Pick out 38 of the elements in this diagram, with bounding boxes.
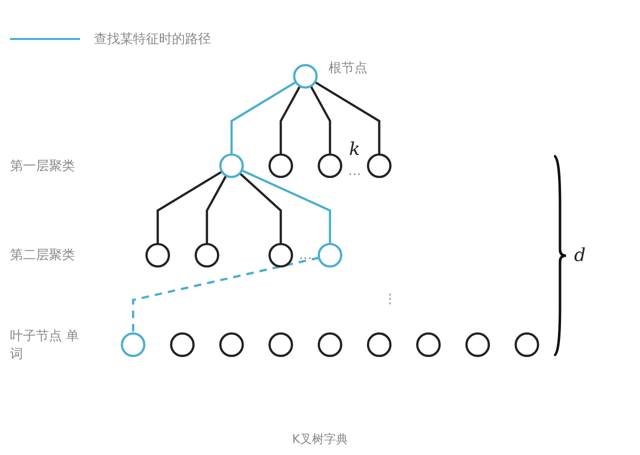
tree-node-circle [514,332,540,358]
connector-line [314,81,380,155]
dashed-line [132,256,320,334]
node-caption: 根节点 [328,60,368,78]
tree-node-circle [366,332,392,358]
ellipsis-mark: … [298,248,312,263]
tree-node-circle [366,153,392,178]
tree-node-circle [268,153,294,178]
caption: K叉树字典 [292,432,348,446]
tree-node-circle [170,332,195,358]
level-label: 叶子节点 单词 [10,328,80,363]
tree-node-circle [465,332,490,358]
level-label: 第一层聚类 [10,158,76,175]
tree-node-circle [219,332,244,358]
tree-node-circle [268,242,294,268]
connector-line [310,86,332,155]
tree-node-circle [416,332,441,358]
connector-line [241,169,332,244]
legend-text: 查找某特征时的路径 [94,31,211,48]
tree-node-circle [120,332,146,358]
level-label: 第二层聚类 [10,247,76,264]
tree-node-circle [219,153,244,178]
tree-node-circle [145,242,170,268]
depth-label: d [574,244,586,266]
connector-line [239,172,282,244]
tree-node-circle [318,153,342,178]
branch-count-label: k [349,139,360,160]
connector-line [156,170,223,244]
tree-node-circle [293,64,318,89]
connector-line [206,175,228,244]
ellipsis-mark: … [348,164,362,180]
connector-line [280,86,301,155]
tree-node-circle [268,332,294,358]
tree-node-circle [318,332,342,358]
tree-node-circle [194,242,220,268]
ellipsis-mark: ⋮ [384,292,396,308]
tree-node-circle [318,242,342,268]
connector-line [230,81,296,155]
